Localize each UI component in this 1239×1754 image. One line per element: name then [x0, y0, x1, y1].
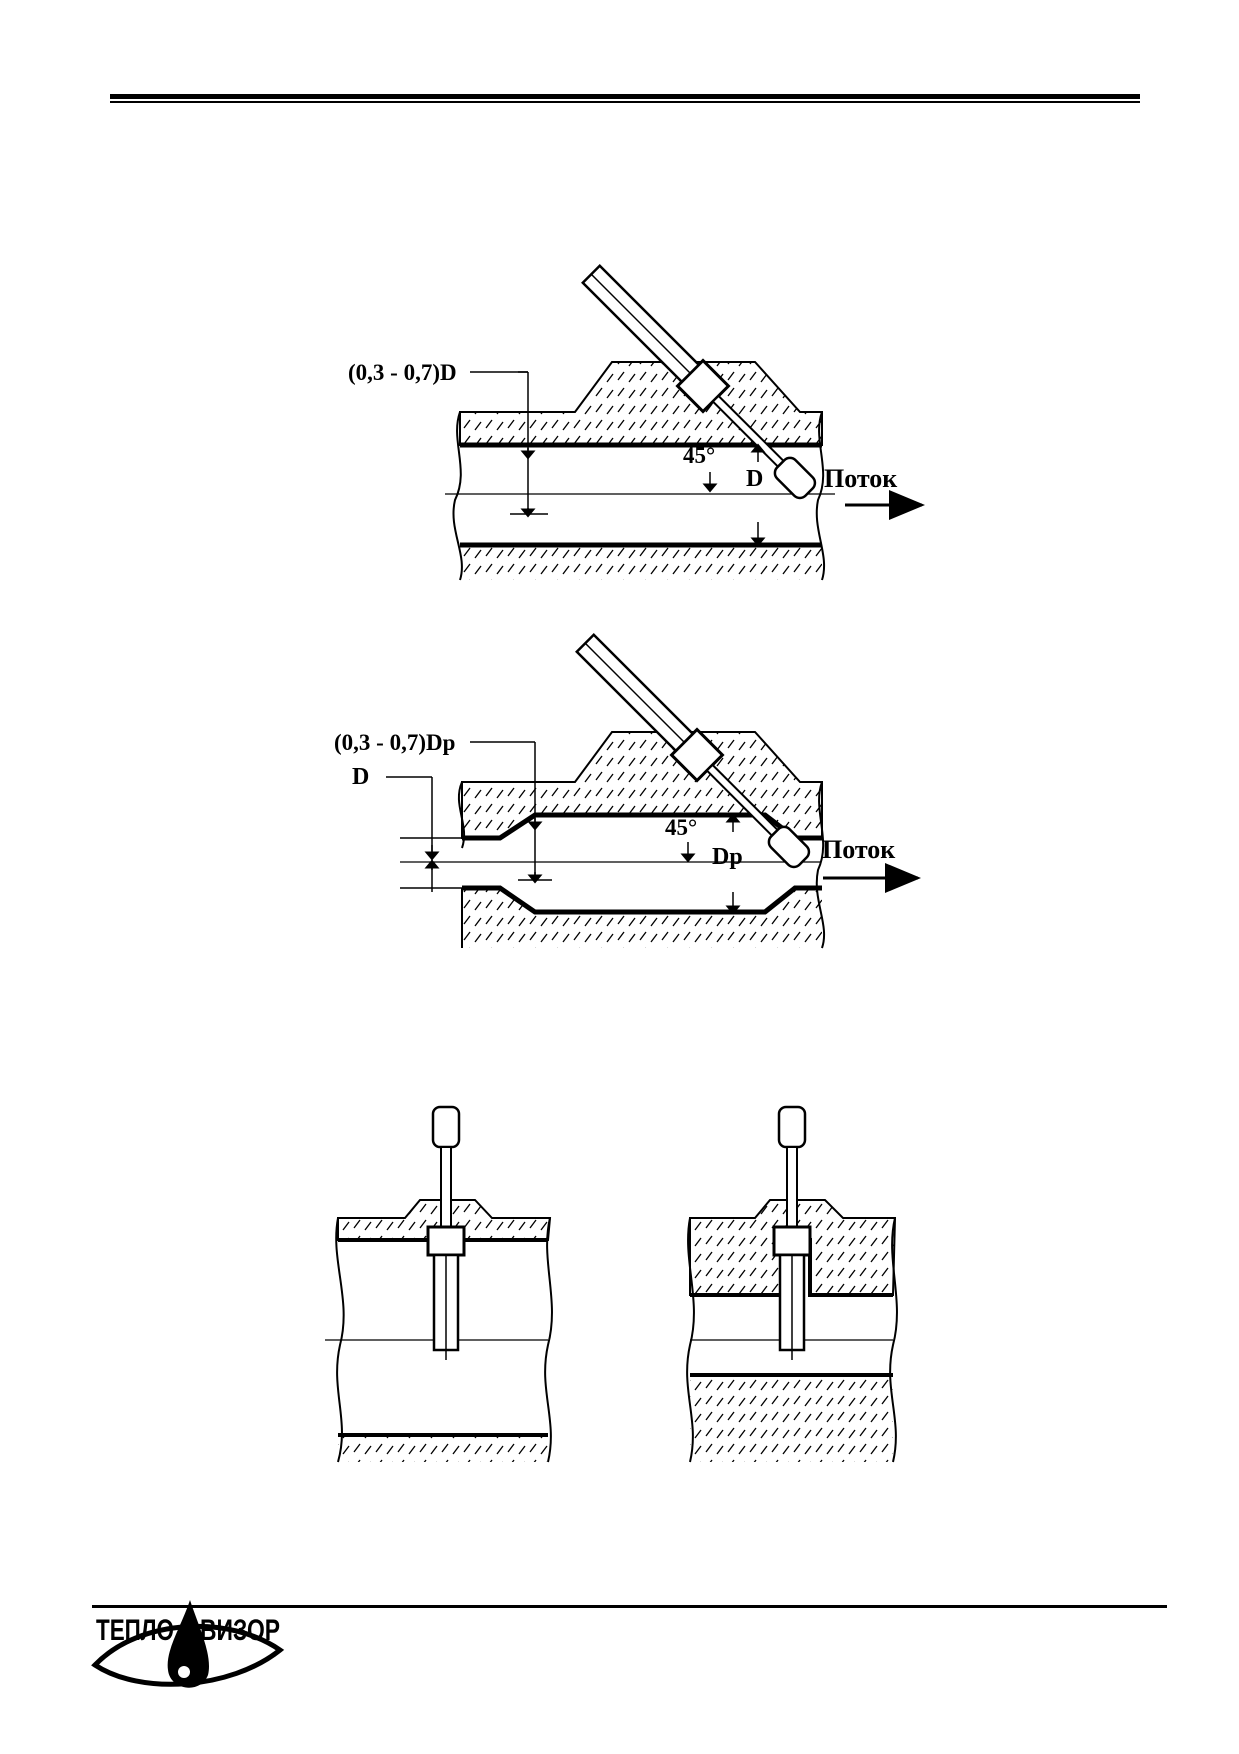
pipe-lower-wall	[338, 1435, 548, 1462]
range-label: (0,3 - 0,7)D	[348, 360, 457, 385]
figure-1-inclined-sensor: (0,3 - 0,7)D 45° D Поток	[348, 264, 925, 581]
figure-4-vertical-sensor-narrowed	[686, 1105, 898, 1463]
temperature-sensor-inclined	[575, 633, 811, 869]
angle-label: 45°	[683, 443, 715, 468]
outer-diameter-label: D	[352, 764, 369, 790]
header-rule	[110, 94, 1140, 103]
footer-rule	[92, 1605, 1167, 1608]
pipe-lower-wall	[460, 545, 822, 580]
figure-2-inclined-sensor-expander: (0,3 - 0,7)Dp D 45° Dp Поток	[334, 633, 921, 949]
temperature-sensor-vertical	[772, 1105, 812, 1360]
temperature-sensor-inclined	[581, 264, 817, 500]
flow-label: Поток	[824, 464, 897, 493]
temperature-sensor-vertical	[426, 1105, 466, 1360]
logo-text-left: ТЕПЛО	[96, 1614, 174, 1647]
pipe-lower-wall	[690, 1375, 893, 1462]
flow-label: Поток	[822, 835, 895, 864]
range-label: (0,3 - 0,7)Dp	[334, 730, 455, 755]
figure-3-vertical-sensor	[325, 1105, 553, 1463]
pipe-lower-wall	[462, 888, 822, 948]
droplet-eye-logo: ТЕПЛО ВИЗОР	[91, 1600, 285, 1688]
angle-label: 45°	[665, 815, 697, 840]
diameter-label: D	[746, 466, 763, 492]
logo-text-right: ВИЗОР	[200, 1614, 280, 1647]
diameter-label: Dp	[712, 844, 743, 870]
pipe-upper-wall	[459, 361, 823, 446]
